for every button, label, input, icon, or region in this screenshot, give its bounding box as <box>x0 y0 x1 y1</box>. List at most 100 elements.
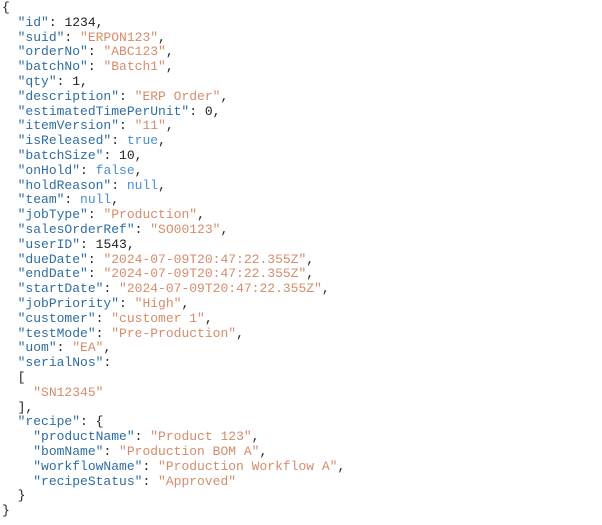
json-value: "Production BOM A" <box>119 443 260 459</box>
comma: , <box>220 221 229 237</box>
comma: , <box>236 325 244 341</box>
json-line: "estimatedTimePerUnit": 0, <box>2 103 345 120</box>
json-line: "recipe": { <box>2 414 345 430</box>
colon: : <box>189 103 205 119</box>
json-value: "11" <box>134 118 166 134</box>
json-key: "qty" <box>17 73 57 89</box>
json-line: "jobType": "Production", <box>2 207 345 223</box>
comma: , <box>321 281 330 297</box>
brace-open: { <box>2 0 10 15</box>
colon: : { <box>80 414 104 430</box>
json-line: ], <box>2 400 345 416</box>
json-value: "EA" <box>72 340 104 356</box>
comma: , <box>103 340 112 356</box>
json-line: "dueDate": "2024-07-09T20:47:22.355Z", <box>2 251 345 268</box>
json-line: "batchSize": 10, <box>2 147 345 164</box>
colon: : <box>87 266 104 282</box>
json-value: 10 <box>119 147 135 163</box>
json-value: "ERPON123" <box>80 29 159 45</box>
colon: : <box>64 192 81 208</box>
comma: , <box>306 251 315 267</box>
brace-close: } <box>2 503 10 519</box>
json-key: "isReleased" <box>17 133 112 149</box>
json-value: "High" <box>134 295 182 311</box>
json-line: "salesOrderRef": "SO00123", <box>2 221 345 238</box>
comma: , <box>126 236 135 252</box>
colon: : <box>87 251 104 267</box>
colon: : <box>111 177 127 193</box>
comma: , <box>134 162 143 178</box>
comma: , <box>134 147 143 163</box>
json-key: "recipe" <box>17 414 81 430</box>
json-value: true <box>126 133 159 149</box>
comma: , <box>306 266 315 282</box>
colon: : <box>56 73 73 89</box>
json-key: "suid" <box>17 29 65 45</box>
json-line: "productName": "Product 123", <box>2 429 345 445</box>
json-line: } <box>2 488 345 504</box>
json-key: "workflowName" <box>33 458 143 474</box>
colon: : <box>95 310 112 326</box>
json-value: "Batch1" <box>103 59 166 75</box>
json-key: "estimatedTimePerUnit" <box>17 103 190 119</box>
colon: : <box>111 133 127 149</box>
comma: , <box>158 177 166 193</box>
json-line: "description": "ERP Order", <box>2 88 345 105</box>
json-line: "suid": "ERPON123", <box>2 29 345 46</box>
colon: : <box>134 429 151 445</box>
json-value: "SN12345" <box>33 384 104 400</box>
json-value: "2024-07-09T20:47:22.355Z" <box>103 266 307 282</box>
json-key: "itemVersion" <box>17 118 120 134</box>
json-line: "customer": "customer 1", <box>2 310 345 327</box>
json-value: "Product 123" <box>150 429 252 445</box>
colon: : <box>142 458 159 474</box>
colon: : <box>80 162 96 178</box>
json-line: "uom": "EA", <box>2 340 345 356</box>
json-line: "userID": 1543, <box>2 236 345 253</box>
comma: , <box>212 103 221 119</box>
colon: : <box>119 118 135 134</box>
comma: , <box>158 29 166 45</box>
json-key: "salesOrderRef" <box>17 221 135 237</box>
json-value: "Production" <box>103 207 198 223</box>
json-line: "serialNos": <box>2 355 345 371</box>
json-key: "batchNo" <box>17 59 88 75</box>
json-value: 1543 <box>95 236 127 252</box>
comma: , <box>111 192 120 208</box>
json-line: "startDate": "2024-07-09T20:47:22.355Z", <box>2 281 345 297</box>
json-line: "qty": 1, <box>2 73 345 90</box>
colon: : <box>119 295 135 311</box>
json-line: "team": null, <box>2 192 345 208</box>
json-line: [ <box>2 370 345 386</box>
colon: : <box>80 236 96 252</box>
json-key: "endDate" <box>17 266 88 282</box>
colon: : <box>48 14 65 30</box>
json-value: "2024-07-09T20:47:22.355Z" <box>119 281 322 297</box>
colon: : <box>119 88 135 104</box>
json-value: 1234 <box>64 14 96 30</box>
json-key: "description" <box>17 88 120 104</box>
comma: , <box>165 44 174 60</box>
comma: , <box>251 429 260 445</box>
json-line: } <box>2 503 345 519</box>
json-key: "startDate" <box>17 281 104 297</box>
json-key: "onHold" <box>17 162 81 178</box>
json-line: "endDate": "2024-07-09T20:47:22.355Z", <box>2 266 345 282</box>
json-line: "workflowName": "Production Workflow A", <box>2 458 346 475</box>
json-line: "onHold": false, <box>2 162 345 179</box>
json-value: "Production Workflow A" <box>158 458 338 474</box>
json-key: "holdReason" <box>17 177 112 193</box>
colon: : <box>103 443 120 459</box>
json-value: "customer 1" <box>111 310 205 326</box>
json-value: "2024-07-09T20:47:22.355Z" <box>103 251 307 267</box>
comma: , <box>259 443 268 459</box>
json-line: "holdReason": null, <box>2 177 345 194</box>
comma: , <box>181 295 190 311</box>
json-line: "isReleased": true, <box>2 133 345 149</box>
json-viewer: { "id": 1234, "suid": "ERPON123", "order… <box>2 0 346 519</box>
json-line: "testMode": "Pre-Production", <box>2 325 345 342</box>
comma: , <box>337 458 346 474</box>
colon: : <box>142 473 159 489</box>
json-value: null <box>80 192 112 208</box>
json-key: "jobType" <box>17 207 88 223</box>
